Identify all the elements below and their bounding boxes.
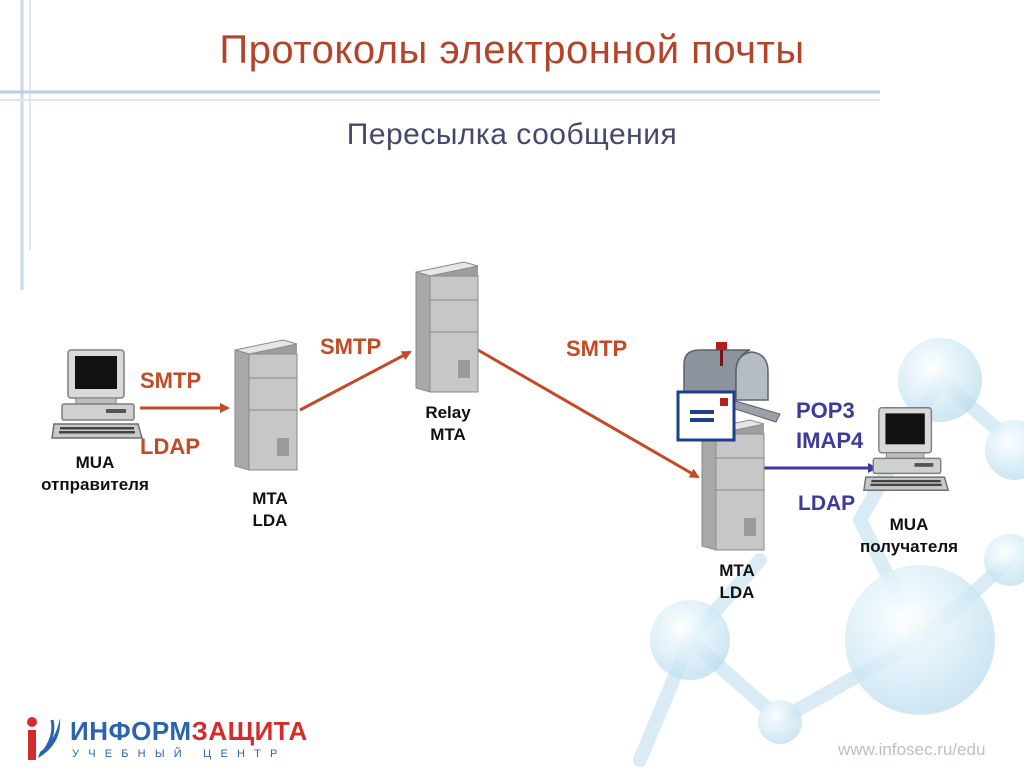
server-icon [234,339,298,471]
molecule-atoms [650,338,1024,744]
protocol-label-ldap-2: LDAP [798,492,856,515]
computer-icon [863,407,950,491]
node-label-sender: MUA отправителя [30,452,160,496]
node-label-line: MUA [889,515,929,534]
slide-subtitle: Пересылка сообщения [346,118,678,151]
node-label-line: MTA [719,561,755,580]
node-label-relay: Relay MTA [408,402,488,446]
logo-icon [27,717,61,760]
header-lines [0,0,880,290]
node-label-line: Relay [425,403,471,422]
computer-icon [51,349,143,439]
node-label-line: MUA [75,453,115,472]
logo-tagline: УЧЕБНЫЙ ЦЕНТР [72,748,287,760]
protocol-label-smtp-2: SMTP [320,334,382,359]
node-label-mta-right: MTA LDA [697,560,777,604]
node-label-receiver: MUA получателя [844,514,974,558]
logo-part-1: ИНФОРМ [70,716,192,746]
logo-part-2: ЗАЩИТА [191,716,308,746]
server-icon [415,261,479,393]
mailbox-icon [676,342,781,442]
node-label-line: MTA [252,489,288,508]
arrow-mta-to-relay [299,350,412,412]
protocol-label-imap4: IMAP4 [796,428,864,453]
footer-url: www.infosec.ru/edu [838,740,986,759]
node-label-line: получателя [859,537,959,556]
slide-title: Протоколы электронной почты [219,28,805,72]
node-label-line: отправителя [41,475,149,494]
protocol-label-pop3: POP3 [796,398,855,423]
protocol-label-smtp-3: SMTP [566,336,628,361]
protocol-label-smtp-1: SMTP [140,368,202,393]
arrow-relay-to-mta [477,348,700,479]
node-label-line: LDA [719,583,755,602]
node-label-line: MTA [430,425,466,444]
logo-wordmark: ИНФОРМЗАЩИТА [70,716,308,747]
node-label-line: LDA [252,511,288,530]
protocol-label-ldap-1: LDAP [140,434,200,459]
node-label-mta-left: MTA LDA [230,488,310,532]
